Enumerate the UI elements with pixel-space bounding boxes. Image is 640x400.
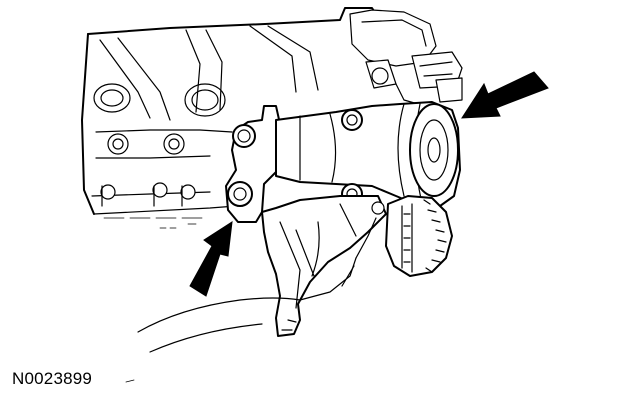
pointer-arrow-right bbox=[461, 71, 549, 119]
engine-block bbox=[81, 7, 391, 229]
arrow-to-pulley bbox=[461, 71, 549, 119]
crank-pulley bbox=[385, 195, 453, 277]
tensioner-bracket bbox=[225, 101, 461, 337]
figure-id-dash bbox=[125, 379, 135, 383]
lower-shroud bbox=[137, 217, 377, 353]
arrow-to-bolt bbox=[189, 221, 233, 297]
pointer-arrow-left bbox=[189, 221, 233, 297]
figure-id-label: N0023899 bbox=[12, 369, 93, 388]
top-components bbox=[349, 9, 463, 105]
